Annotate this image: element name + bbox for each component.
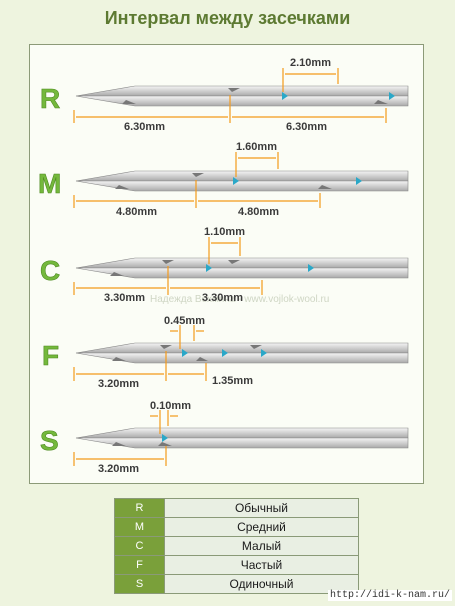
needle-row-c: C 3.30mm 3.30mm 1.10mm [40, 226, 409, 304]
barb-marker [261, 349, 267, 357]
needle-shaft-upper [75, 85, 409, 97]
barb-marker [308, 264, 314, 272]
needle-row-r: R 6.30mm 6.30mm 2.10mm [40, 57, 409, 133]
needle-notch [158, 442, 172, 446]
needle-notch [318, 185, 332, 189]
dimension-label: 4.80mm [116, 206, 157, 218]
needle-shaft-lower [75, 95, 409, 107]
needle-letter-r: R [40, 83, 60, 114]
dimension-label: 4.80mm [238, 206, 279, 218]
watermark-text: Надежда Вохмяна - www.vojlok-wool.ru [150, 294, 329, 305]
legend-code: M [114, 517, 165, 537]
barb-marker [356, 177, 362, 185]
dimension-label: 1.35mm [212, 375, 253, 387]
needle-shaft-lower [75, 267, 409, 279]
needle-row-f: F 3.20mm 1.35mm 0.45mm [42, 315, 409, 390]
needle-notch [160, 345, 172, 349]
needle-letter-c: C [40, 255, 60, 286]
needle-notch [250, 345, 262, 349]
legend-name: Средний [164, 517, 359, 537]
needle-shaft-upper [75, 257, 409, 269]
needle-notch [122, 100, 136, 104]
legend-name: Одиночный [164, 574, 359, 594]
dimension-label: 3.20mm [98, 378, 139, 390]
needle-notch [110, 272, 124, 276]
needle-letter-m: M [38, 168, 61, 199]
needle-notch [112, 357, 126, 361]
needle-shaft-upper [75, 342, 409, 354]
needle-notch [112, 442, 126, 446]
legend-code: F [114, 555, 165, 575]
needle-shaft-upper [75, 427, 409, 439]
dimension-label: 3.20mm [98, 463, 139, 475]
legend-name: Малый [164, 536, 359, 556]
legend-code: S [114, 574, 165, 594]
dimension-label: 0.10mm [150, 400, 191, 412]
barb-marker [233, 177, 239, 185]
needle-letter-f: F [42, 340, 59, 371]
needle-notch [228, 88, 240, 92]
barb-marker [206, 264, 212, 272]
dimension-label: 6.30mm [124, 121, 165, 133]
legend-name: Обычный [164, 498, 359, 518]
dimension-label: 0.45mm [164, 315, 205, 327]
needle-notch [374, 100, 388, 104]
needle-notch [192, 173, 204, 177]
barb-marker [222, 349, 228, 357]
needle-letter-s: S [40, 425, 59, 456]
legend-code: R [114, 498, 165, 518]
needle-row-m: M 4.80mm 4.80mm 1.60mm [38, 141, 409, 218]
barb-marker [282, 92, 288, 100]
needle-notch [196, 357, 208, 361]
needle-notch [115, 185, 129, 189]
dimension-label: 2.10mm [290, 57, 331, 69]
needle-notch [228, 260, 240, 264]
needle-shaft-lower [75, 437, 409, 449]
source-url: http://idi-k-nam.ru/ [328, 590, 453, 601]
barb-marker [389, 92, 395, 100]
dimension-label: 6.30mm [286, 121, 327, 133]
legend-code: C [114, 536, 165, 556]
needle-row-s: S 3.20mm 0.10mm [40, 400, 409, 475]
barb-marker [182, 349, 188, 357]
dimension-label: 3.30mm [104, 292, 145, 304]
dimension-label: 1.10mm [204, 226, 245, 238]
needle-shaft-lower [75, 352, 409, 364]
barb-marker [162, 434, 168, 442]
dimension-label: 3.30mm [202, 292, 243, 304]
dimension-label: 1.60mm [236, 141, 277, 153]
legend-name: Частый [164, 555, 359, 575]
needle-notch [162, 260, 174, 264]
diagram-title: Интервал между засечками [104, 8, 351, 28]
